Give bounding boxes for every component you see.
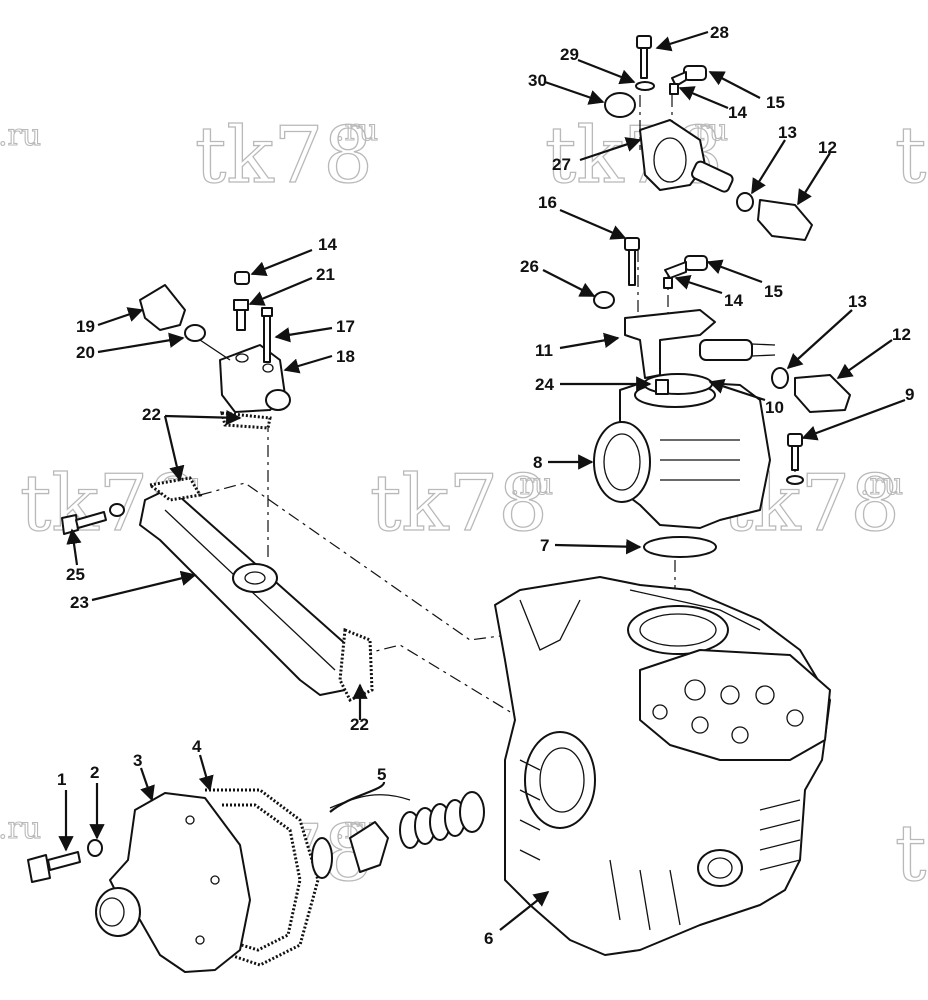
fitting-part-15-upper (671, 65, 707, 87)
screw-part-24 (655, 379, 669, 395)
watermark-suffix: .ru (335, 113, 378, 148)
washer-part-2 (87, 839, 103, 857)
callout-21: 21 (316, 265, 335, 284)
callout-23: 23 (70, 593, 89, 612)
callout-7: 7 (540, 536, 549, 555)
callout-13-lower: 13 (848, 292, 867, 311)
watermark-text: tk78 (195, 111, 373, 201)
callout-2: 2 (90, 763, 99, 782)
watermark-suffix: .ru (0, 811, 41, 846)
watermark-suffix: .ru (0, 118, 41, 153)
bolt-part-25 (61, 503, 125, 535)
callout-15-lower: 15 (764, 282, 783, 301)
callout-8: 8 (533, 453, 542, 472)
o-ring-part-7 (643, 536, 717, 558)
callout-22-lower: 22 (350, 715, 369, 734)
cap-part-14-lower (663, 277, 673, 289)
callout-12-upper: 12 (818, 138, 837, 157)
callout-14-lower: 14 (724, 291, 743, 310)
watermark-text: tk78 (895, 809, 928, 899)
bolt-part-28 (636, 35, 652, 79)
callout-6: 6 (484, 929, 493, 948)
o-ring-part-13-upper (736, 192, 754, 212)
callout-29: 29 (560, 45, 579, 64)
callout-27: 27 (552, 155, 571, 174)
callout-10: 10 (765, 398, 784, 417)
callout-18: 18 (336, 347, 355, 366)
watermark-text: tk78 (895, 111, 928, 201)
bearing-housing-part-8 (593, 379, 771, 529)
seal-kit-part-5 (311, 791, 485, 879)
callout-11: 11 (535, 341, 553, 360)
callout-28: 28 (710, 23, 729, 42)
nut-part-12-upper (757, 199, 813, 241)
callout-19: 19 (76, 317, 95, 336)
o-ring-part-13-lower (771, 367, 789, 389)
valve-body-part-27 (639, 119, 734, 193)
o-ring-part-26 (593, 291, 615, 309)
fitting-part-18 (219, 344, 291, 413)
callout-24: 24 (535, 375, 554, 394)
bolt-part-1 (27, 851, 81, 883)
callout-5: 5 (377, 765, 386, 784)
callout-20: 20 (76, 343, 95, 362)
callout-30: 30 (528, 71, 547, 90)
callout-26: 26 (520, 257, 539, 276)
o-ring-part-30 (604, 92, 636, 118)
callout-9: 9 (905, 385, 914, 404)
crankcase-part-6 (494, 576, 831, 956)
gasket-part-22-fitting (220, 411, 272, 430)
callout-13-upper: 13 (778, 123, 797, 142)
watermark-suffix: .ru (860, 467, 903, 502)
o-ring-part-20 (184, 324, 206, 342)
cap-part-14-upper (669, 83, 679, 95)
bearing-cover-part-3 (95, 792, 251, 973)
callout-22-upper: 22 (142, 405, 161, 424)
callout-3: 3 (133, 751, 142, 770)
bolt-part-9 (786, 433, 804, 485)
callout-14-left: 14 (318, 235, 337, 254)
watermark-suffix: .ru (510, 467, 553, 502)
cap-part-14-left (234, 271, 250, 285)
gasket-part-22-lower (338, 627, 374, 702)
washer-part-29 (635, 81, 655, 91)
callout-14-upper: 14 (728, 103, 747, 122)
watermark-text: tk78 (370, 459, 548, 549)
callout-15-upper: 15 (766, 93, 785, 112)
callout-labels: 1 2 3 4 5 6 7 8 9 10 11 12 12 13 13 14 1… (57, 23, 914, 948)
bolt-part-17 (261, 307, 273, 363)
fitting-part-15-lower (664, 255, 708, 279)
bolt-part-16 (624, 237, 640, 286)
gasket-part-22-upper (146, 476, 203, 502)
callout-12-lower: 12 (892, 325, 911, 344)
fitting-part-11 (624, 309, 776, 379)
leader-arrows (58, 30, 906, 931)
callout-17: 17 (336, 317, 355, 336)
callout-4: 4 (192, 737, 202, 756)
callout-25: 25 (66, 565, 85, 584)
nut-part-12-lower (794, 374, 851, 413)
fitting-part-21 (233, 299, 249, 331)
nut-part-19 (139, 284, 231, 361)
callout-16: 16 (538, 193, 557, 212)
manifold-pipe-part-23 (139, 487, 361, 696)
callout-1: 1 (57, 770, 66, 789)
